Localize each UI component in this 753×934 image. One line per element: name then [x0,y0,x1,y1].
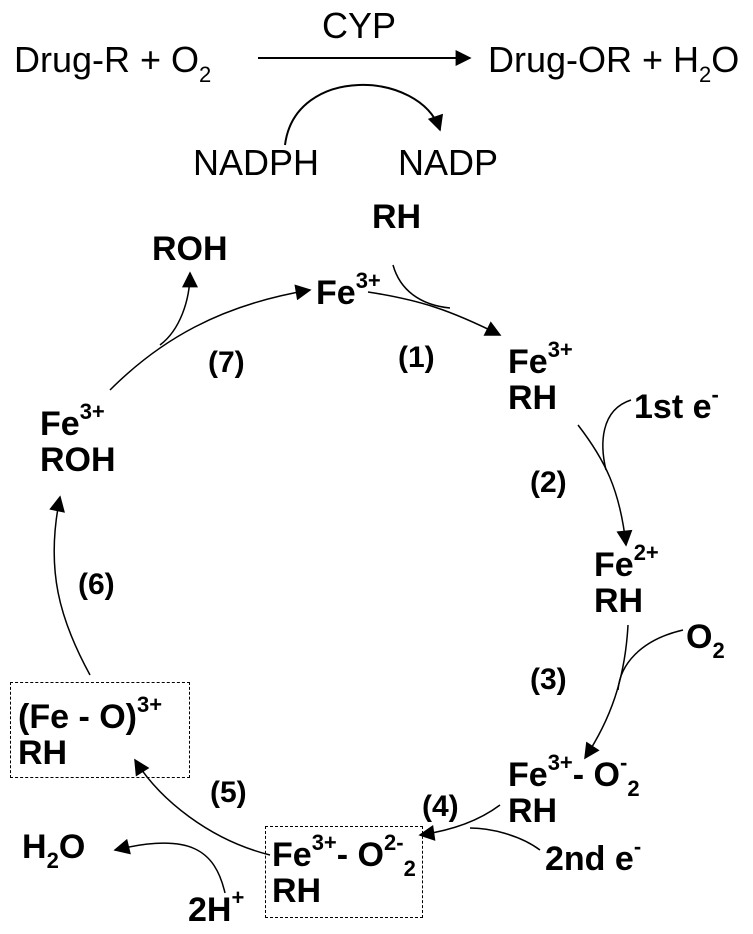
reaction-enzyme-label: CYP [322,5,397,46]
step-label-5: (5) [210,776,247,809]
species-fe2-rh: Fe2+ RH [594,540,659,620]
cofactor-nadp: NADP [398,142,499,183]
step-label-6: (6) [78,568,115,601]
arrow-roh-out [159,271,198,346]
arrow-h2o-out [113,838,226,894]
protons-label: 2H+ [188,885,245,929]
step-label-1: (1) [398,341,435,374]
species-fe3-superoxo-rh: Fe3+- O-2 RH [508,750,640,830]
step-label-4: (4) [422,790,459,823]
arrow-2nd-e-in [469,827,541,851]
arrow-1st-e-in [602,399,632,471]
step-label-3: (3) [530,663,567,696]
species-fe3-peroxo-rh: Fe3+- O2-2 RH [272,830,416,910]
step-label-7: (7) [208,346,245,379]
arrow-rh-in [392,264,451,309]
resting-fe3: Fe3+ [316,268,381,312]
reaction-product: Drug-OR + H2O [488,39,740,87]
step-label-2: (2) [530,466,567,499]
cofactor-nadph: NADPH [193,142,320,183]
species-fe3-rh: Fe3+ RH [508,337,573,417]
substrate-rh-in: RH [372,198,422,236]
arrow-o2-in [617,629,684,691]
arrow-step-1 [367,291,502,336]
reaction-substrate: Drug-R + O2 [14,39,212,87]
arrow-step-6 [49,495,91,676]
water-out-label: H2O [22,828,86,873]
peroxo-species-box [265,826,423,918]
arrow-step-5 [134,758,271,856]
nadph-curved-arrow [284,83,444,146]
species-fe-oxo-rh: (Fe - O)3+ RH [18,692,163,772]
arrow-step-3 [584,624,629,760]
arrow-step-2 [577,424,633,547]
ferryl-species-box [10,682,190,778]
arrow-step-7 [109,284,312,391]
product-roh-out: ROH [152,230,228,268]
oxygen-label: O2 [686,618,725,663]
first-electron-label: 1st e- [634,382,719,426]
second-electron-label: 2nd e- [545,834,642,878]
species-fe3-roh: Fe3+ ROH [40,399,116,479]
arrow-step-4 [418,804,501,841]
